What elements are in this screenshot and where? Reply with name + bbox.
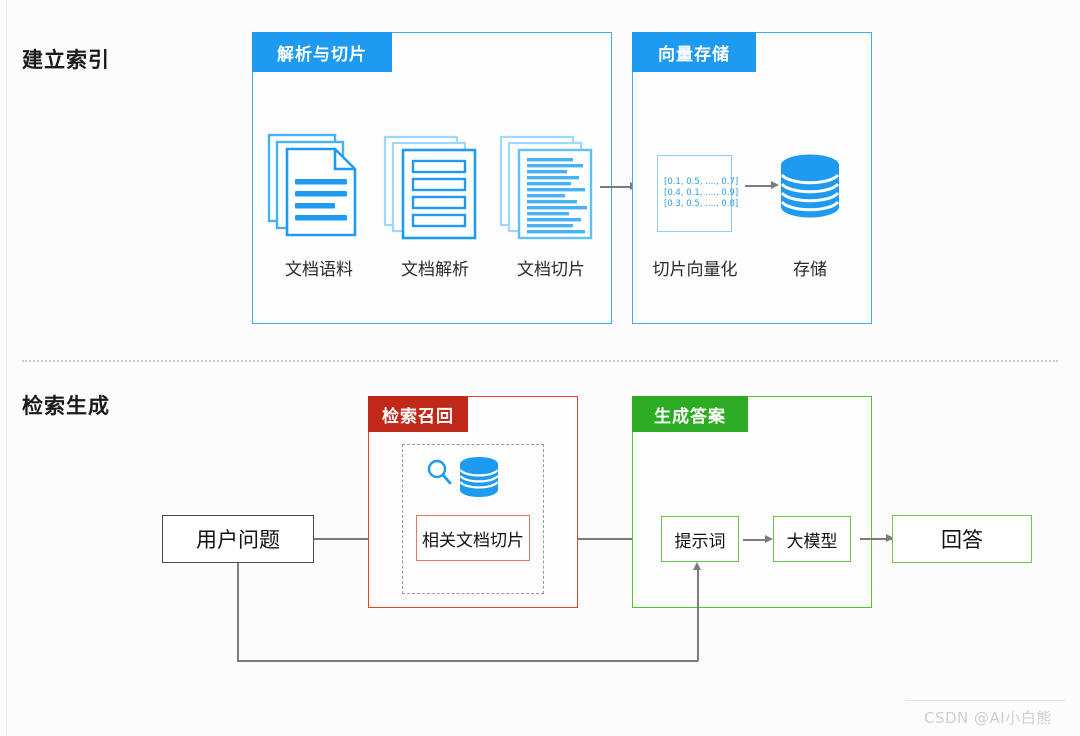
caption-document-chunking: 文档切片 xyxy=(517,260,585,280)
panel-retrieval: 检索召回 xyxy=(368,396,578,608)
connector-arrow-model-to-answer xyxy=(860,538,892,540)
panel-vector-storage: 向量存储 [0.1, 0.5, ...., 0.7] [0.4, 0.1, ..… xyxy=(632,32,872,324)
section-divider xyxy=(22,360,1058,362)
search-icon[interactable] xyxy=(425,457,453,487)
vector-row: [0.3, 0.5, ...., 0.8] xyxy=(664,199,739,209)
caption-storage: 存储 xyxy=(793,260,827,280)
retrieval-inner-dashed-box xyxy=(402,444,544,594)
parsed-document-stack-icon xyxy=(381,131,489,241)
connector-arrow xyxy=(745,185,773,187)
user-question-box[interactable]: 用户问题 xyxy=(162,515,314,563)
caption-chunk-vectorization: 切片向量化 xyxy=(652,260,738,280)
feedback-loop-segment-up xyxy=(697,570,699,661)
watermark-rule xyxy=(905,700,1065,701)
panel-header-vector-storage: 向量存储 xyxy=(632,32,756,72)
connector-arrow-head xyxy=(771,181,779,189)
prompt-box[interactable]: 提示词 xyxy=(661,516,739,562)
section-title-retrieval: 检索生成 xyxy=(22,394,110,418)
connector-arrow-question-to-retrieval xyxy=(314,538,388,540)
connector-arrow xyxy=(743,539,769,541)
vector-row: [0.4, 0.1, ...., 0.9] xyxy=(664,188,739,198)
caption-document-parsing: 文档解析 xyxy=(401,260,469,280)
feedback-loop-segment-down xyxy=(237,563,239,661)
vector-row: [0.1, 0.5, ...., 0.7] xyxy=(664,177,739,187)
feedback-loop-arrow-head xyxy=(693,562,701,570)
database-icon xyxy=(775,151,845,223)
relevant-chunks-box[interactable]: 相关文档切片 xyxy=(416,515,530,561)
connector-arrow-head xyxy=(765,535,773,543)
vector-matrix-icon: [0.1, 0.5, ...., 0.7] [0.4, 0.1, ...., 0… xyxy=(657,155,739,232)
panel-header-retrieval: 检索召回 xyxy=(368,396,468,432)
panel-parse-and-chunk: 解析与切片 文档语料 xyxy=(252,32,612,324)
answer-box[interactable]: 回答 xyxy=(892,515,1032,563)
panel-header-generation: 生成答案 xyxy=(632,396,748,432)
chunked-document-stack-icon xyxy=(497,131,605,241)
connector-arrow-retrieval-to-generation xyxy=(578,538,652,540)
watermark-text: CSDN @AI小白熊 xyxy=(924,709,1052,727)
panel-header-parse-and-chunk: 解析与切片 xyxy=(252,32,392,72)
panel-generation: 生成答案 提示词 大模型 xyxy=(632,396,872,608)
section-title-index: 建立索引 xyxy=(22,48,110,72)
feedback-loop-segment-right xyxy=(237,660,698,662)
connector-arrow-head xyxy=(886,534,894,542)
llm-box[interactable]: 大模型 xyxy=(773,516,851,562)
database-icon xyxy=(456,455,502,499)
caption-document-corpus: 文档语料 xyxy=(285,260,353,280)
document-stack-icon xyxy=(265,131,373,241)
connector-arrow-between-panels xyxy=(600,186,632,188)
